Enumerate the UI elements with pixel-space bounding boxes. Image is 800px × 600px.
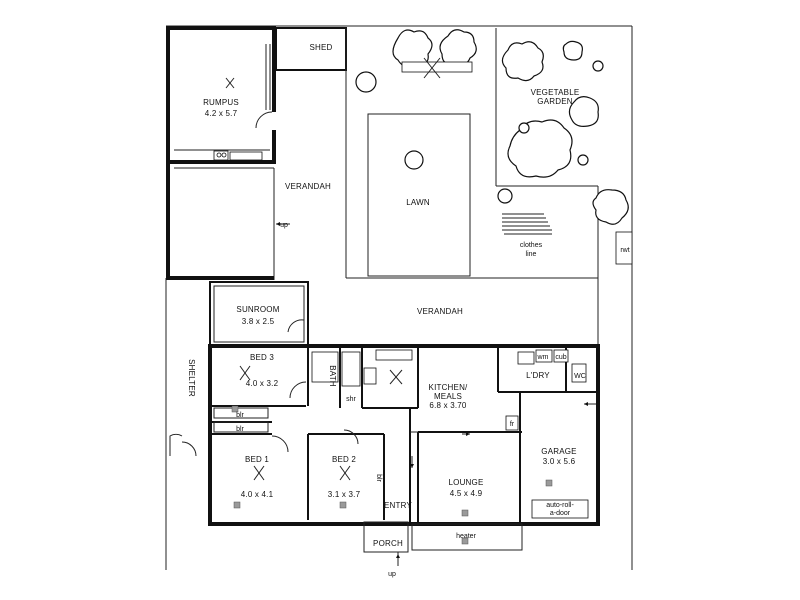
sunroom-label: SUNROOM [236,305,279,314]
lounge-size: 4.5 x 4.9 [450,489,483,498]
vegetable-garden-label-1: VEGETABLE [531,88,580,97]
bath-label: BATH [328,365,337,387]
bed3-label: BED 3 [250,353,274,362]
bed2-size: 3.1 x 3.7 [328,490,361,499]
tree-icons [355,29,629,225]
kitchen-size: 6.8 x 3.70 [429,401,466,410]
bed1-label: BED 1 [245,455,269,464]
bed2-label: BED 2 [332,455,356,464]
rumpus-size: 4.2 x 5.7 [205,109,238,118]
lounge-label: LOUNGE [449,478,484,487]
clothes-line [502,213,552,235]
auto-door-label-2: a-door [550,510,571,517]
cub-label: cub [555,354,566,361]
lawn [367,113,471,277]
entry-label: ENTRY [384,501,412,510]
wm-label: wm [537,354,549,361]
bed3-size: 4.0 x 3.2 [246,379,279,388]
up-label-1: up [280,222,288,229]
blr-label-3: blr [375,474,382,482]
kitchen-label-2: MEALS [434,392,462,401]
garage-label: GARAGE [541,447,576,456]
rwt-label: rwt [620,247,629,254]
verandah-lower-label: VERANDAH [417,307,463,316]
garage-size: 3.0 x 5.6 [543,457,576,466]
sunroom-size: 3.8 x 2.5 [242,317,275,326]
clothes-line-label-1: clothes [520,242,543,249]
blr-label-1: blr [236,412,244,419]
wc-label: WC [574,373,586,380]
porch-label: PORCH [373,539,403,548]
shr-label: shr [346,396,356,403]
lawn-label: LAWN [406,198,430,207]
house-walls [169,281,600,566]
fridge-label: fr [510,421,515,428]
direction-arrows [276,222,596,468]
auto-door-label-1: auto-roll- [546,502,574,509]
rainwater-tank [615,231,633,265]
verandah-upper-area [166,28,599,344]
heater-label: heater [456,533,477,540]
grey-markers [231,405,553,545]
verandah-upper-label: VERANDAH [285,182,331,191]
rumpus-room [166,26,276,164]
clothes-line-label-2: line [526,251,537,258]
kitchen-label-1: KITCHEN/ [429,383,469,392]
blr-label-2: blr [236,426,244,433]
bed1-size: 4.0 x 4.1 [241,490,274,499]
laundry-label: L'DRY [526,371,550,380]
ceiling-light-markers [239,365,403,481]
up-label-2: up [388,571,396,578]
shed-label: SHED [309,43,332,52]
shelter-label: SHELTER [187,359,196,397]
rumpus-label: RUMPUS [203,98,239,107]
vegetable-garden-label-2: GARDEN [537,97,572,106]
property-boundary [165,25,633,570]
